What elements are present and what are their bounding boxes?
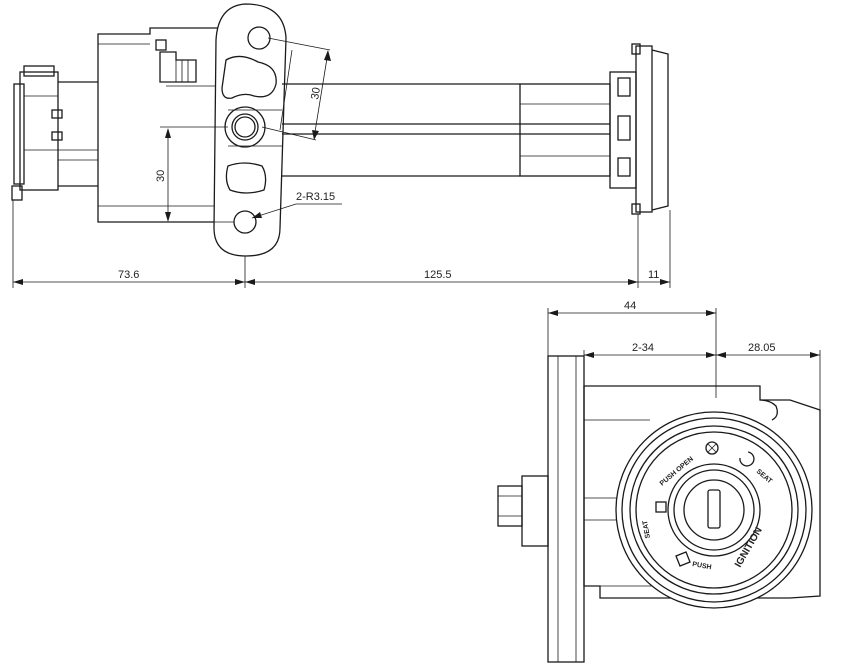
dim-label-30-left: 30 [155,170,167,182]
dim-label-2-34: 2-34 [632,342,654,354]
dim-label-125-5: 125.5 [424,269,452,281]
front-flange [547,355,585,663]
dim-hole-radius: 2-R3.15 [251,191,342,219]
dim-label-28-05: 28.05 [748,342,776,354]
shaft [228,83,611,177]
dim-label-11: 11 [648,269,659,281]
dim-label-73-6: 73.6 [118,269,139,281]
dim-label-44: 44 [624,300,636,312]
push-icon [675,551,691,567]
label-seat-left: SEAT [642,519,652,539]
front-view: PUSH OPEN SEAT SEAT PUSH IGNITION 44 2-3… [497,300,821,663]
front-shaft-stub [497,475,549,547]
on-icon [739,451,755,467]
dim-horizontal-bottom: 73.6 125.5 11 [12,200,671,288]
dim-30-angled: 30 [261,37,331,141]
label-push: PUSH [692,561,712,571]
side-view: 30 30 2-R3.15 [11,3,671,288]
dim-30-vertical: 30 [155,126,234,223]
lock-face: PUSH OPEN SEAT SEAT PUSH IGNITION [615,411,813,609]
dim-front-top: 44 2-34 28.05 [547,300,821,410]
off-icon [705,441,719,455]
end-cap [609,43,669,215]
key-slot [707,489,721,529]
dim-label-hole-radius: 2-R3.15 [296,191,335,203]
lock-icon [655,501,667,513]
connector-plug [11,65,98,201]
dim-label-30-angled: 30 [309,86,323,100]
main-body [97,27,229,223]
